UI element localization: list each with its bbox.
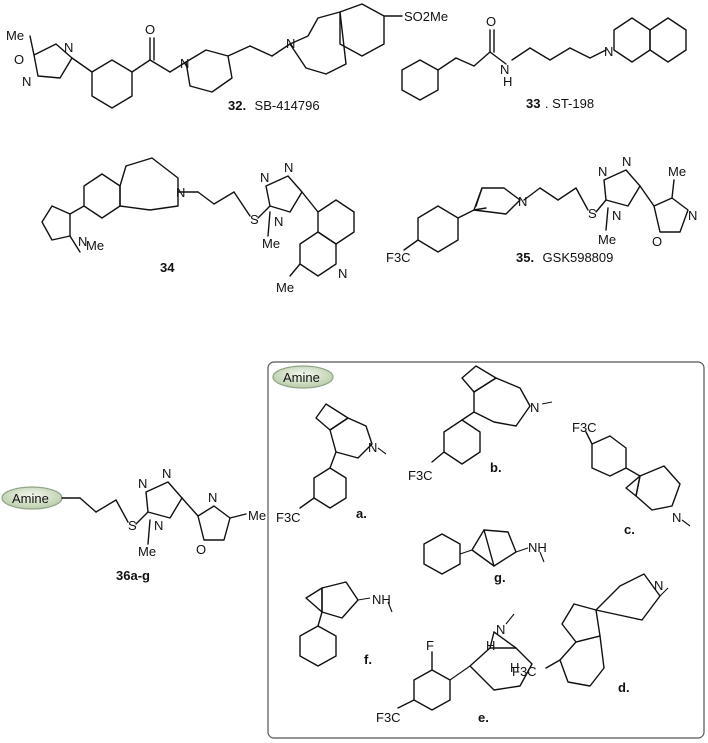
c35-s: S — [588, 206, 597, 221]
c32-n4: N — [286, 36, 295, 51]
c32-name: SB-414796 — [255, 98, 320, 113]
c34-n-quin: N — [338, 266, 347, 281]
c33-caption: 33 . ST-198 — [526, 95, 594, 112]
variant-f-structure — [299, 581, 393, 667]
c35-me-ox: Me — [668, 164, 686, 179]
c33-n1: N — [500, 62, 509, 77]
c32-oxo: O — [145, 22, 155, 37]
variant-e-n: N — [496, 622, 505, 637]
variant-c-cf3: F3C — [572, 420, 597, 435]
c35-caption: 35. GSK598809 — [516, 249, 613, 266]
variant-d-n: N — [654, 578, 663, 593]
c36-n1: N — [138, 476, 147, 491]
variant-e-h1: H — [486, 638, 495, 653]
amine-box-label: Amine — [283, 370, 320, 385]
c33-name: . ST-198 — [545, 96, 594, 111]
c34-n-pyrazole: N — [78, 234, 87, 249]
amine-variants-box — [267, 361, 705, 739]
c36-o-ox: O — [196, 542, 206, 557]
compound-33-structure — [401, 17, 687, 101]
c33-o: O — [486, 14, 496, 29]
variant-g-nh: NH — [528, 540, 547, 555]
c36-n2: N — [162, 466, 171, 481]
c35-name: GSK598809 — [543, 250, 614, 265]
variant-g-structure — [423, 529, 545, 575]
variant-c-structure — [585, 431, 691, 527]
variant-f-nh: NH — [372, 592, 391, 607]
compound-32-structure — [29, 3, 403, 109]
c32-me: Me — [6, 28, 24, 43]
c32-n3: N — [180, 56, 189, 71]
variant-a-label: a. — [356, 506, 367, 521]
c34-n3: N — [274, 214, 283, 229]
c35-n3: N — [612, 208, 621, 223]
amine-box-bubble — [272, 365, 334, 389]
variant-a-cf3: F3C — [276, 510, 301, 525]
c34-n2: N — [284, 160, 293, 175]
c36-s: S — [128, 518, 137, 533]
c32-caption: 32. SB-414796 — [228, 97, 320, 114]
c33-n2: N — [604, 44, 613, 59]
c35-n-amine: N — [518, 194, 527, 209]
variant-b-structure — [431, 365, 553, 465]
c32-o: O — [14, 52, 24, 67]
c35-me: Me — [598, 232, 616, 247]
variant-e-h2: H — [510, 660, 519, 675]
variant-e-label: e. — [478, 710, 489, 725]
c35-cf3: F3C — [386, 250, 411, 265]
c35-n1: N — [598, 164, 607, 179]
c36-amine-label: Amine — [12, 491, 49, 506]
variant-e-f: F — [426, 638, 434, 653]
c36-me-ox: Me — [248, 508, 266, 523]
c35-n-ox: N — [688, 208, 697, 223]
variant-e-cf3: F3C — [376, 710, 401, 725]
variant-d-structure — [545, 573, 669, 687]
variant-e-structure — [397, 613, 533, 711]
variant-d-label: d. — [618, 680, 630, 695]
c32-number: 32. — [228, 98, 246, 113]
c35-o-ox: O — [652, 234, 662, 249]
c34-me-pyrazole: Me — [86, 238, 104, 253]
variant-b-label: b. — [490, 460, 502, 475]
c32-n1: N — [22, 74, 31, 89]
c33-h: H — [503, 74, 512, 89]
c36-number: 36a-g — [116, 568, 150, 583]
variant-c-label: c. — [624, 522, 635, 537]
variant-a-n: N — [368, 440, 377, 455]
variant-f-label: f. — [364, 652, 372, 667]
variant-b-cf3: F3C — [408, 468, 433, 483]
c33-number: 33 — [526, 96, 540, 111]
c34-n-azepine: N — [176, 185, 185, 200]
c36-me: Me — [138, 544, 156, 559]
c34-n1: N — [260, 170, 269, 185]
c35-number: 35. — [516, 250, 534, 265]
variant-c-n: N — [672, 510, 681, 525]
c34-me: Me — [262, 236, 280, 251]
c36-n3: N — [154, 518, 163, 533]
c34-number: 34 — [160, 260, 175, 275]
variant-g-label: g. — [494, 570, 506, 585]
variant-a-structure — [299, 403, 387, 509]
compound-36-structure — [1, 481, 247, 545]
c32-n2: N — [64, 40, 73, 55]
c35-n2: N — [622, 154, 631, 169]
c32-so2me: SO2Me — [404, 9, 448, 24]
c34-me-quin: Me — [276, 280, 294, 295]
compound-34-structure — [41, 157, 355, 277]
c34-s: S — [250, 212, 259, 227]
compound-35-structure — [403, 169, 689, 253]
c36-n-ox: N — [208, 490, 217, 505]
variant-b-n: N — [530, 400, 539, 415]
